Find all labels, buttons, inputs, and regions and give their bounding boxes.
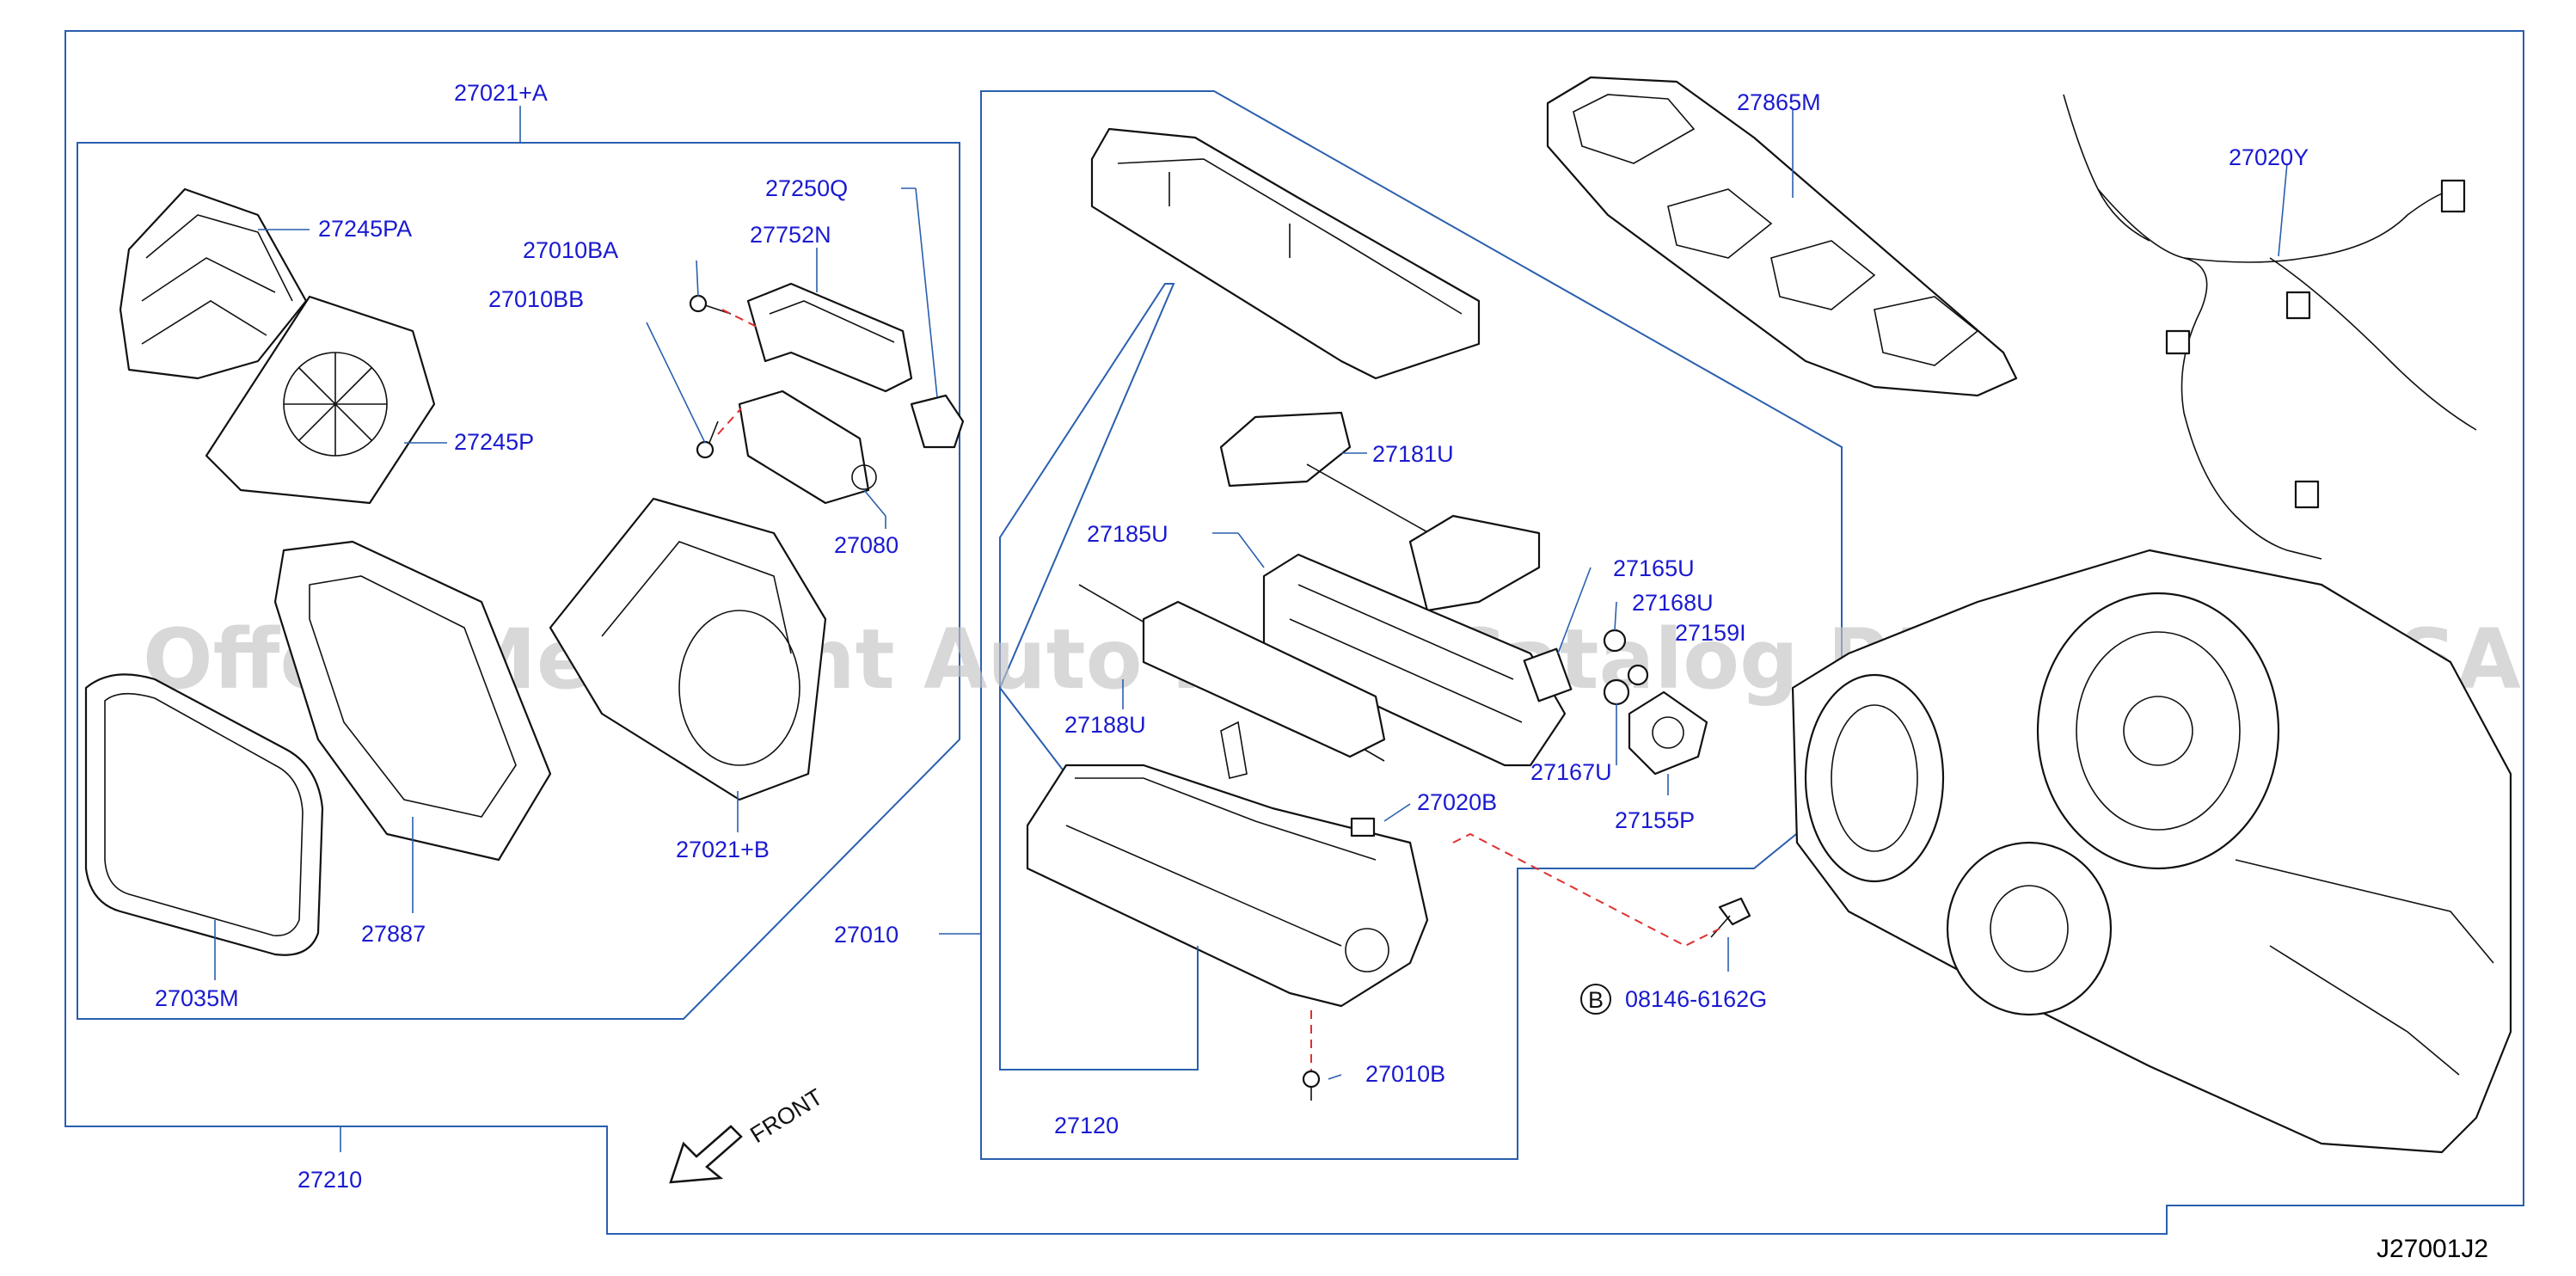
part-27165u-drawing [1523, 647, 1573, 702]
front-direction-label: FRONT [745, 1083, 827, 1148]
label-27159i: 27159I [1675, 620, 1746, 646]
leader-lines [214, 106, 2288, 1152]
part-27250q-drawing [910, 394, 965, 449]
label-27887: 27887 [361, 921, 426, 947]
dash-27020b-to-bolt [1452, 832, 1720, 948]
heater-case-box [980, 90, 1843, 1160]
part-27210-drawing [1791, 549, 2512, 1154]
part-27887-drawing [273, 540, 552, 862]
label-27210: 27210 [297, 1167, 362, 1193]
label-27250q: 27250Q [765, 175, 848, 201]
part-27752n-drawing [746, 282, 913, 393]
dash-27010ba [721, 309, 757, 328]
label-27120: 27120 [1054, 1113, 1119, 1138]
part-27245pa-drawing [119, 187, 308, 380]
bolt-marker-circle [1580, 984, 1611, 1015]
screw-27010b-drawing [1302, 1070, 1321, 1101]
label-27168u: 27168U [1632, 590, 1714, 616]
part-27245p-drawing [205, 295, 436, 505]
part-27080-drawing [738, 390, 877, 505]
part-27120-drawing [1026, 721, 1429, 1008]
label-27185u: 27185U [1087, 521, 1168, 547]
label-27080: 27080 [834, 532, 899, 558]
label-27020b: 27020B [1417, 789, 1497, 815]
part-27020y-drawing [2063, 94, 2477, 560]
blower-unit-box [77, 142, 960, 1020]
part-27188u-drawing [1078, 584, 1386, 762]
bolt-08146-drawing [1710, 897, 1751, 938]
label-27245p: 27245P [454, 429, 534, 455]
part-27155p-drawing [1628, 690, 1708, 776]
label-27020y: 27020Y [2229, 144, 2309, 170]
label-27021b: 27021+B [676, 837, 770, 862]
label-27165u: 27165U [1613, 555, 1695, 581]
label-27167u: 27167U [1530, 759, 1612, 785]
part-27181u-drawing [1219, 411, 1541, 612]
label-27010bb: 27010BB [488, 286, 584, 312]
label-08146-6162g: 08146-6162G [1625, 986, 1767, 1012]
bolt-marker-letter: B [1588, 987, 1604, 1013]
part-27035m-drawing [84, 673, 324, 956]
label-27245pa: 27245PA [318, 216, 412, 242]
label-27021a: 27021+A [454, 80, 548, 106]
label-27010b: 27010B [1365, 1061, 1445, 1087]
part-27865m-drawing [1546, 76, 2018, 397]
inner-upper-case-box [999, 283, 1175, 689]
label-27010: 27010 [834, 922, 899, 948]
dash-27010bb [717, 408, 742, 435]
part-27168u-drawing [1603, 629, 1627, 653]
label-27035m: 27035M [155, 985, 239, 1011]
screw-27010bb-drawing [696, 420, 719, 459]
part-upper-case-drawing [1090, 127, 1481, 380]
outer-assembly-box [64, 30, 2524, 1235]
label-27181u: 27181U [1372, 441, 1454, 467]
front-arrow-icon [669, 1125, 743, 1184]
label-27188u: 27188U [1064, 712, 1146, 738]
diagram-code: J27001J2 [2377, 1235, 2488, 1263]
label-27752n: 27752N [750, 222, 831, 248]
part-27020b-drawing [1350, 817, 1376, 837]
part-27021b-drawing [549, 497, 827, 801]
label-27010ba: 27010BA [523, 237, 618, 263]
label-27865m: 27865M [1737, 89, 1821, 115]
label-27155p: 27155P [1615, 807, 1695, 833]
